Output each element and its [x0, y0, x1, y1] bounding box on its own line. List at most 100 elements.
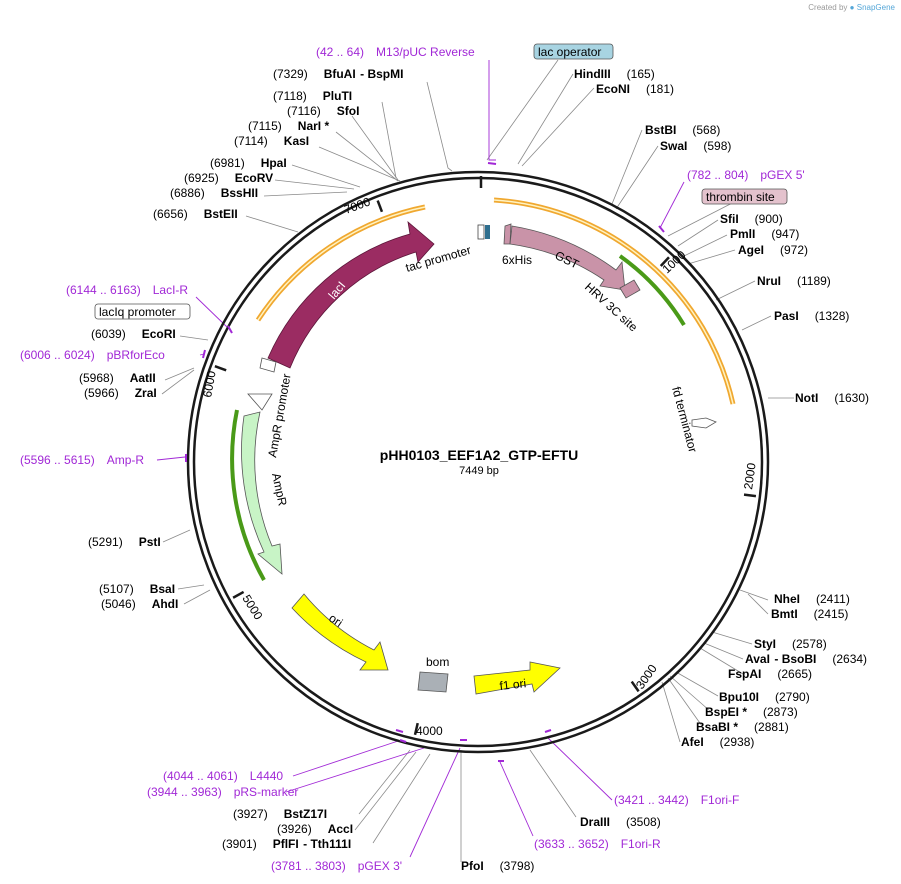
- enzyme-site[interactable]: EcoNI (181): [596, 80, 674, 97]
- enzyme-position: (2415): [814, 607, 849, 621]
- feature-ampr-promoter-label: AmpR promoter: [265, 373, 293, 459]
- primer-name: F1ori-R: [621, 837, 661, 851]
- enzyme-position: (2665): [777, 667, 812, 681]
- enzyme-position: (7116): [287, 104, 321, 118]
- enzyme-site[interactable]: StyI (2578): [754, 635, 827, 652]
- enzyme-site[interactable]: NotI (1630): [795, 389, 869, 406]
- enzyme-name: NheI: [774, 592, 800, 606]
- enzyme-site[interactable]: (6886) BssHII: [170, 184, 258, 201]
- bom-mark: [417, 671, 449, 693]
- enzyme-name-alt: - BspMI: [360, 67, 403, 81]
- enzyme-entry: Bpu10I (2790): [719, 688, 810, 705]
- primer-site[interactable]: (3421 .. 3442) F1ori-F: [614, 793, 739, 807]
- enzyme-site[interactable]: (3901) PflFI - Tth111I: [222, 835, 351, 852]
- primer-site[interactable]: (6144 .. 6163) LacI-R: [66, 283, 188, 297]
- enzyme-position: (2634): [832, 652, 867, 666]
- tick-mark: [232, 590, 245, 599]
- enzyme-site[interactable]: BmtI (2415): [771, 605, 848, 622]
- enzyme-entry: PmlI (947): [730, 225, 799, 242]
- enzyme-position: (7115): [248, 119, 282, 133]
- enzyme-labels: (7329) BfuAI - BspMI (7118) PluTI(7116) S…: [79, 65, 869, 874]
- primer-site[interactable]: (5596 .. 5615) Amp-R: [20, 453, 144, 467]
- primer-range: (782 .. 804): [687, 168, 748, 182]
- enzyme-site[interactable]: (5966) ZraI: [84, 384, 157, 401]
- feature-ampr-label: AmpR: [269, 472, 290, 508]
- enzyme-site[interactable]: FspAI (2665): [728, 665, 812, 682]
- tick-label: 2000: [741, 462, 759, 491]
- hrv-site-mark: [619, 279, 641, 299]
- enzyme-name-alt: - Tth111I: [303, 837, 351, 851]
- enzyme-position: (6981): [210, 156, 245, 170]
- primer-site[interactable]: (3633 .. 3652) F1ori-R: [534, 837, 661, 851]
- enzyme-site[interactable]: NheI (2411): [774, 590, 850, 607]
- enzyme-site[interactable]: (7114) KasI: [234, 132, 309, 149]
- enzyme-site[interactable]: SfiI (900): [720, 210, 783, 227]
- primer-entry: (6144 .. 6163) LacI-R: [66, 283, 188, 297]
- enzyme-site[interactable]: Bpu10I (2790): [719, 688, 810, 705]
- orf-arc-ampr: [230, 409, 266, 581]
- enzyme-site[interactable]: (7115) NarI *: [248, 117, 329, 134]
- boxed-feature-laciq-promoter[interactable]: lacIq promoter: [94, 303, 191, 320]
- enzyme-name: ZraI: [135, 386, 157, 400]
- enzyme-site[interactable]: (5046) AhdI: [101, 595, 178, 612]
- enzyme-name: FspAI: [728, 667, 761, 681]
- enzyme-site[interactable]: (6039) EcoRI: [91, 325, 176, 342]
- enzyme-site[interactable]: AgeI (972): [738, 241, 808, 258]
- boxed-feature-thrombin-site[interactable]: thrombin site: [701, 188, 788, 205]
- enzyme-site[interactable]: PfoI (3798): [461, 857, 534, 874]
- enzyme-site[interactable]: (6656) BstEII: [153, 205, 238, 222]
- enzyme-site[interactable]: (3927) BstZ17I: [233, 805, 327, 822]
- enzyme-site[interactable]: (7116) SfoI: [287, 102, 359, 119]
- enzyme-entry: PasI (1328): [774, 307, 849, 324]
- enzyme-site[interactable]: DraIII (3508): [580, 813, 661, 830]
- enzyme-name: EcoNI: [596, 82, 630, 96]
- enzyme-site[interactable]: HindIII (165): [574, 65, 655, 82]
- enzyme-site[interactable]: AfeI (2938): [681, 733, 754, 750]
- enzyme-position: (6039): [91, 327, 126, 341]
- enzyme-site[interactable]: (5291) PstI: [88, 533, 161, 550]
- enzyme-entry: StyI (2578): [754, 635, 827, 652]
- enzyme-name: PflFI: [273, 837, 299, 851]
- primer-site[interactable]: (6006 .. 6024) pBRforEco: [20, 348, 165, 362]
- primer-site[interactable]: (4044 .. 4061) L4440: [163, 769, 283, 783]
- enzyme-site[interactable]: (5968) AatII: [79, 369, 156, 386]
- primer-site[interactable]: (42 .. 64) M13/pUC Reverse: [316, 45, 475, 59]
- primer-markers: [185, 162, 665, 762]
- enzyme-site[interactable]: AvaI - BsoBI (2634): [745, 650, 867, 667]
- enzyme-site[interactable]: PmlI (947): [730, 225, 799, 242]
- enzyme-site[interactable]: BsaBI * (2881): [696, 718, 789, 735]
- enzyme-site[interactable]: BspEI * (2873): [705, 703, 798, 720]
- plasmid-length: 7449 bp: [459, 465, 499, 477]
- enzyme-site[interactable]: (5107) BsaI: [99, 580, 175, 597]
- enzyme-site[interactable]: (6925) EcoRV: [184, 169, 273, 186]
- primer-range: (6006 .. 6024): [20, 348, 95, 362]
- primer-site[interactable]: (3781 .. 3803) pGEX 3': [271, 859, 402, 873]
- enzyme-entry: BspEI * (2873): [705, 703, 798, 720]
- enzyme-site[interactable]: (7329) BfuAI - BspMI: [273, 65, 403, 82]
- enzyme-entry: (3927) BstZ17I: [233, 805, 327, 822]
- enzyme-entry: (7114) KasI: [234, 132, 309, 149]
- enzyme-site[interactable]: NruI (1189): [757, 272, 831, 289]
- enzyme-site[interactable]: PasI (1328): [774, 307, 849, 324]
- primer-site[interactable]: (3944 .. 3963) pRS-marker: [147, 785, 298, 799]
- enzyme-site[interactable]: (6981) HpaI: [210, 154, 287, 171]
- enzyme-name: NarI *: [298, 119, 330, 133]
- primer-site[interactable]: (782 .. 804) pGEX 5': [687, 168, 805, 182]
- primer-entry: (782 .. 804) pGEX 5': [687, 168, 805, 182]
- tick-mark: [630, 680, 640, 693]
- enzyme-site[interactable]: (7118) PluTI: [273, 87, 352, 104]
- leader-lines: [161, 59, 794, 862]
- enzyme-entry: BsaBI * (2881): [696, 718, 789, 735]
- orf-arc-hrv: [618, 254, 686, 327]
- enzyme-name: DraIII: [580, 815, 610, 829]
- feature-6xhis-label: 6xHis: [502, 253, 532, 267]
- enzyme-entry: AvaI - BsoBI (2634): [745, 650, 867, 667]
- enzyme-name: HpaI: [261, 156, 287, 170]
- orf-arc-laci: [255, 204, 426, 322]
- boxed-feature-lac-operator[interactable]: lac operator: [533, 43, 614, 60]
- enzyme-entry: NheI (2411): [774, 590, 850, 607]
- enzyme-site[interactable]: SwaI (598): [660, 137, 731, 154]
- enzyme-site[interactable]: (3926) AccI: [277, 820, 353, 837]
- features: [241, 220, 717, 695]
- enzyme-site[interactable]: BstBI (568): [645, 121, 720, 138]
